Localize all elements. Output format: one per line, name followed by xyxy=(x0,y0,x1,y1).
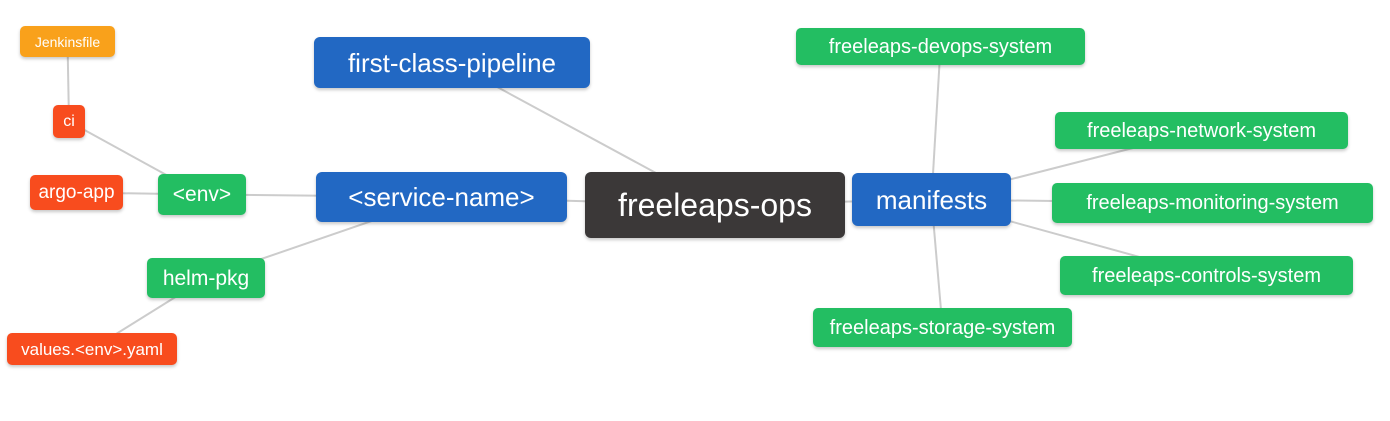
node-manifests[interactable]: manifests xyxy=(852,173,1011,226)
node-devops-system[interactable]: freeleaps-devops-system xyxy=(796,28,1085,65)
node-ci[interactable]: ci xyxy=(53,105,85,138)
node-env[interactable]: <env> xyxy=(158,174,246,215)
node-jenkinsfile[interactable]: Jenkinsfile xyxy=(20,26,115,57)
node-helm-pkg[interactable]: helm-pkg xyxy=(147,258,265,298)
node-monitoring-system[interactable]: freeleaps-monitoring-system xyxy=(1052,183,1373,223)
node-controls-system[interactable]: freeleaps-controls-system xyxy=(1060,256,1353,295)
node-freeleaps-ops[interactable]: freeleaps-ops xyxy=(585,172,845,238)
node-argo-app[interactable]: argo-app xyxy=(30,175,123,210)
node-service-name[interactable]: <service-name> xyxy=(316,172,567,222)
node-network-system[interactable]: freeleaps-network-system xyxy=(1055,112,1348,149)
node-storage-system[interactable]: freeleaps-storage-system xyxy=(813,308,1072,347)
node-values-env-yaml[interactable]: values.<env>.yaml xyxy=(7,333,177,365)
node-first-class-pipeline[interactable]: first-class-pipeline xyxy=(314,37,590,88)
